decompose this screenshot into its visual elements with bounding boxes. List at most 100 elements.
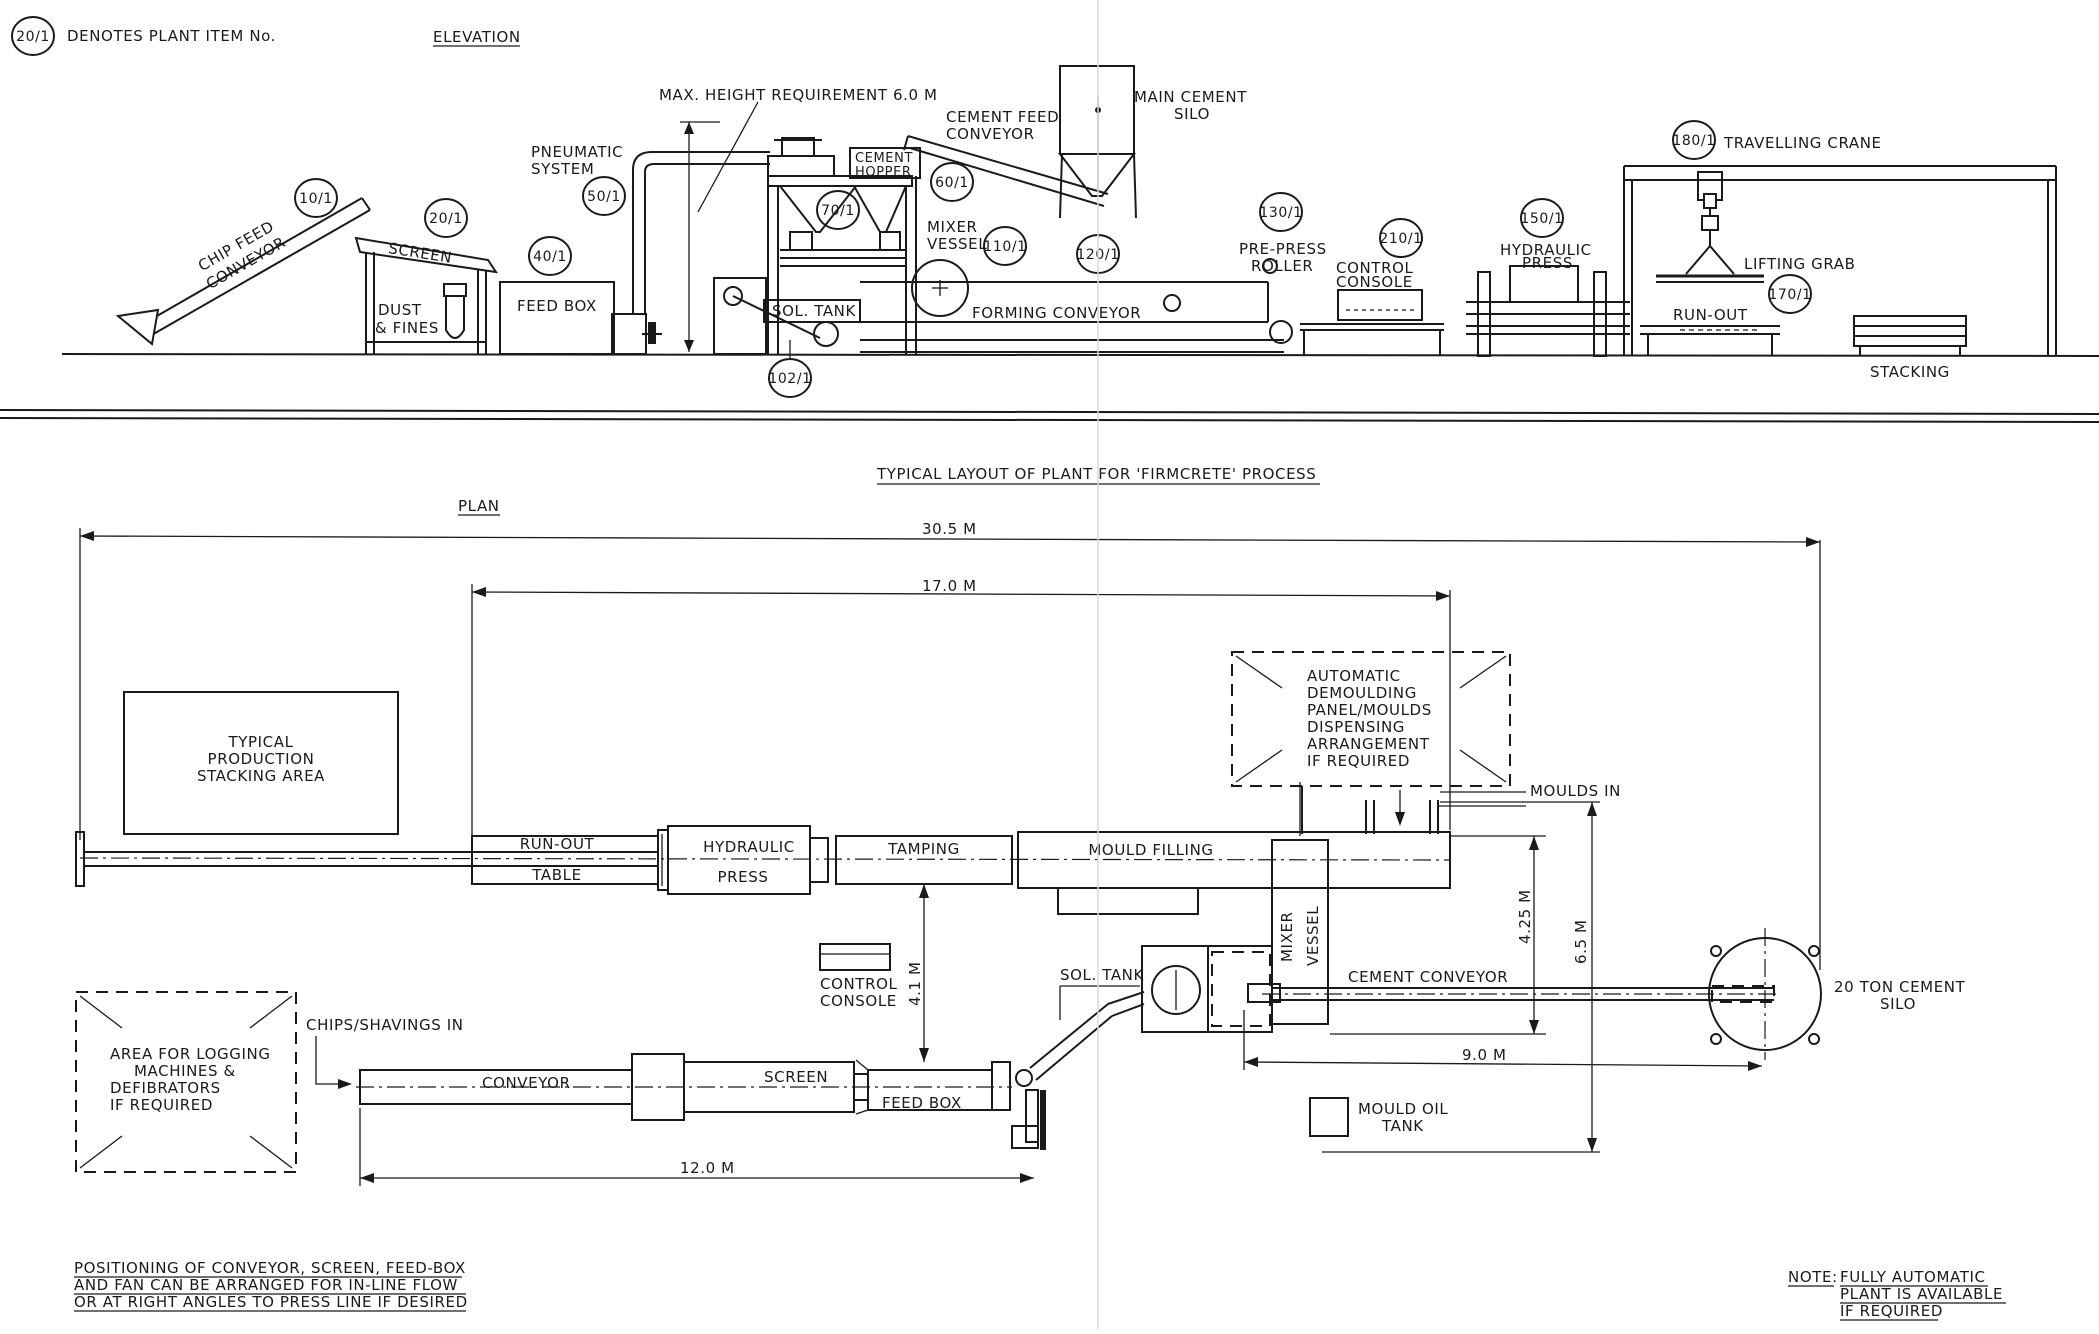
lifting-grab-label: LIFTING GRAB <box>1744 255 1856 273</box>
demoulding-label-6: IF REQUIRED <box>1307 752 1410 770</box>
control-console-plan-label-1: CONTROL <box>820 975 897 993</box>
dim-9-0-label: 9.0 M <box>1462 1046 1507 1064</box>
hydraulic-press-label-1: HYDRAULIC <box>1500 241 1592 259</box>
chips-in-arrow <box>315 1036 346 1085</box>
dim-4-1-label: 4.1 M <box>906 961 924 1006</box>
elevation-view: CHIP FEED CONVEYOR SCREEN DUST & FINES F… <box>61 65 2099 398</box>
drawing-title: TYPICAL LAYOUT OF PLANT FOR 'FIRMCRETE' … <box>876 465 1316 483</box>
dim-17 <box>471 591 1451 597</box>
dim-17-label: 17.0 M <box>922 577 977 595</box>
positioning-note-3: OR AT RIGHT ANGLES TO PRESS LINE IF DESI… <box>74 1293 468 1311</box>
feed-box-plan-label: FEED BOX <box>882 1094 962 1112</box>
cement-hopper-label-1: CEMENT <box>855 151 913 166</box>
pre-press-label-1: PRE-PRESS <box>1239 240 1327 258</box>
plan-view: 30.5 M 17.0 M TYPICAL PRODUCTION STACKIN… <box>75 520 1966 1186</box>
cement-conveyor-label: CEMENT CONVEYOR <box>1348 968 1508 986</box>
elevation-heading: ELEVATION <box>433 28 521 46</box>
stacking-area <box>123 691 399 835</box>
silo-plan-label-1: 20 TON CEMENT <box>1834 978 1966 996</box>
dust-label-2: & FINES <box>375 319 439 337</box>
mould-oil-label-1: MOULD OIL <box>1358 1100 1448 1118</box>
mixer-vessel-plan <box>1271 839 1329 1025</box>
note-text-1: FULLY AUTOMATIC <box>1840 1268 1986 1286</box>
demoulding-label-4: DISPENSING <box>1307 718 1405 736</box>
screen-unit <box>354 236 499 354</box>
stacking-area-label-3: STACKING AREA <box>197 767 325 785</box>
item-210-1: 210/1 <box>1379 231 1422 247</box>
table-label: TABLE <box>531 866 581 884</box>
stacking-elevation <box>1853 315 1967 356</box>
dust-label-1: DUST <box>378 301 422 319</box>
mould-filling-station <box>1017 831 1451 889</box>
mould-filling-base <box>1057 887 1199 915</box>
screen-plan <box>631 1053 869 1121</box>
control-console-label-1: CONTROL <box>1336 259 1413 277</box>
item-180-1: 180/1 <box>1672 133 1715 149</box>
pre-press-roller <box>1262 258 1278 274</box>
ground-line <box>61 353 2099 357</box>
mould-oil-tank <box>1309 1097 1349 1137</box>
item-bubbles: 10/1 20/1 40/1 50/1 70/1 60/1 110/1 120/… <box>294 120 1812 398</box>
forming-conveyor-label: FORMING CONVEYOR <box>972 304 1141 322</box>
chip-feed-conveyor <box>115 197 371 346</box>
screen-label: SCREEN <box>387 239 453 267</box>
plan-heading: PLAN <box>458 497 500 515</box>
item-50-1: 50/1 <box>587 189 621 205</box>
dim-4-25-label: 4.25 M <box>1516 889 1534 944</box>
cement-silo-plan <box>1708 928 1822 1060</box>
run-out-label: RUN-OUT <box>520 835 595 853</box>
item-102-1: 102/1 <box>768 371 811 387</box>
note-text-3: IF REQUIRED <box>1840 1302 1943 1320</box>
logging-label-4: IF REQUIRED <box>110 1096 213 1114</box>
cement-feed-conveyor <box>903 135 1109 207</box>
hydraulic-label: HYDRAULIC <box>703 838 795 856</box>
pneumatic-label-2: SYSTEM <box>531 160 594 178</box>
forming-conveyor <box>860 259 1293 353</box>
vessel-label: VESSEL <box>1304 906 1322 966</box>
item-110-1: 110/1 <box>983 239 1026 255</box>
mixer-label: MIXER <box>1278 911 1296 962</box>
hydraulic-press-elevation <box>1466 265 1630 357</box>
pneumatic-system <box>611 151 770 355</box>
chips-in-label: CHIPS/SHAVINGS IN <box>306 1016 464 1034</box>
moulds-in-label: MOULDS IN <box>1530 782 1621 800</box>
control-console-elevation <box>1300 289 1444 356</box>
logging-area <box>75 991 297 1173</box>
run-out-elevation <box>1640 325 1780 356</box>
run-out-label: RUN-OUT <box>1673 306 1748 324</box>
logging-label-3: DEFIBRATORS <box>110 1079 221 1097</box>
tamping-label: TAMPING <box>887 840 960 858</box>
main-silo-label-2: SILO <box>1174 105 1210 123</box>
sol-tank-plan <box>1141 945 1281 1033</box>
mixer-vessel-label-1: MIXER <box>927 218 978 236</box>
hydraulic-press-label-2: PRESS <box>1522 254 1573 272</box>
positioning-note-2: AND FAN CAN BE ARRANGED FOR IN-LINE FLOW <box>74 1276 458 1294</box>
feed-box-label: FEED BOX <box>517 297 597 315</box>
note-text-2: PLANT IS AVAILABLE <box>1840 1285 2003 1303</box>
press-line-centreline <box>79 857 1451 861</box>
sol-tank-label: SOL. TANK <box>772 302 857 320</box>
mixer-vessel-label-2: VESSEL <box>927 235 987 253</box>
notes: POSITIONING OF CONVEYOR, SCREEN, FEED-BO… <box>74 1259 2006 1321</box>
logging-label-2: MACHINES & <box>134 1062 236 1080</box>
hydraulic-press-plan <box>657 825 829 895</box>
legend: 20/1 DENOTES PLANT ITEM No. <box>11 16 275 56</box>
travelling-crane <box>1623 165 2057 356</box>
logging-label-1: AREA FOR LOGGING <box>110 1045 271 1063</box>
demoulding-label-2: DEMOULDING <box>1307 684 1417 702</box>
pre-press-label-2: ROLLER <box>1251 257 1313 275</box>
press-label: PRESS <box>718 868 769 886</box>
dim-12-0-label: 12.0 M <box>680 1159 735 1177</box>
silo-plan-label-2: SILO <box>1880 995 1916 1013</box>
conveyor-plan-label: CONVEYOR <box>482 1074 571 1092</box>
pneumatic-label-1: PNEUMATIC <box>531 143 623 161</box>
screen-plan-label: SCREEN <box>764 1068 828 1086</box>
demoulding-label-3: PANEL/MOULDS <box>1307 701 1432 719</box>
cement-feed-label-2: CONVEYOR <box>946 125 1035 143</box>
mould-filling-label: MOULD FILLING <box>1088 841 1213 859</box>
demoulding-area <box>1231 651 1511 787</box>
dim-6-5-label: 6.5 M <box>1572 919 1590 964</box>
item-70-1: 70/1 <box>821 203 855 219</box>
